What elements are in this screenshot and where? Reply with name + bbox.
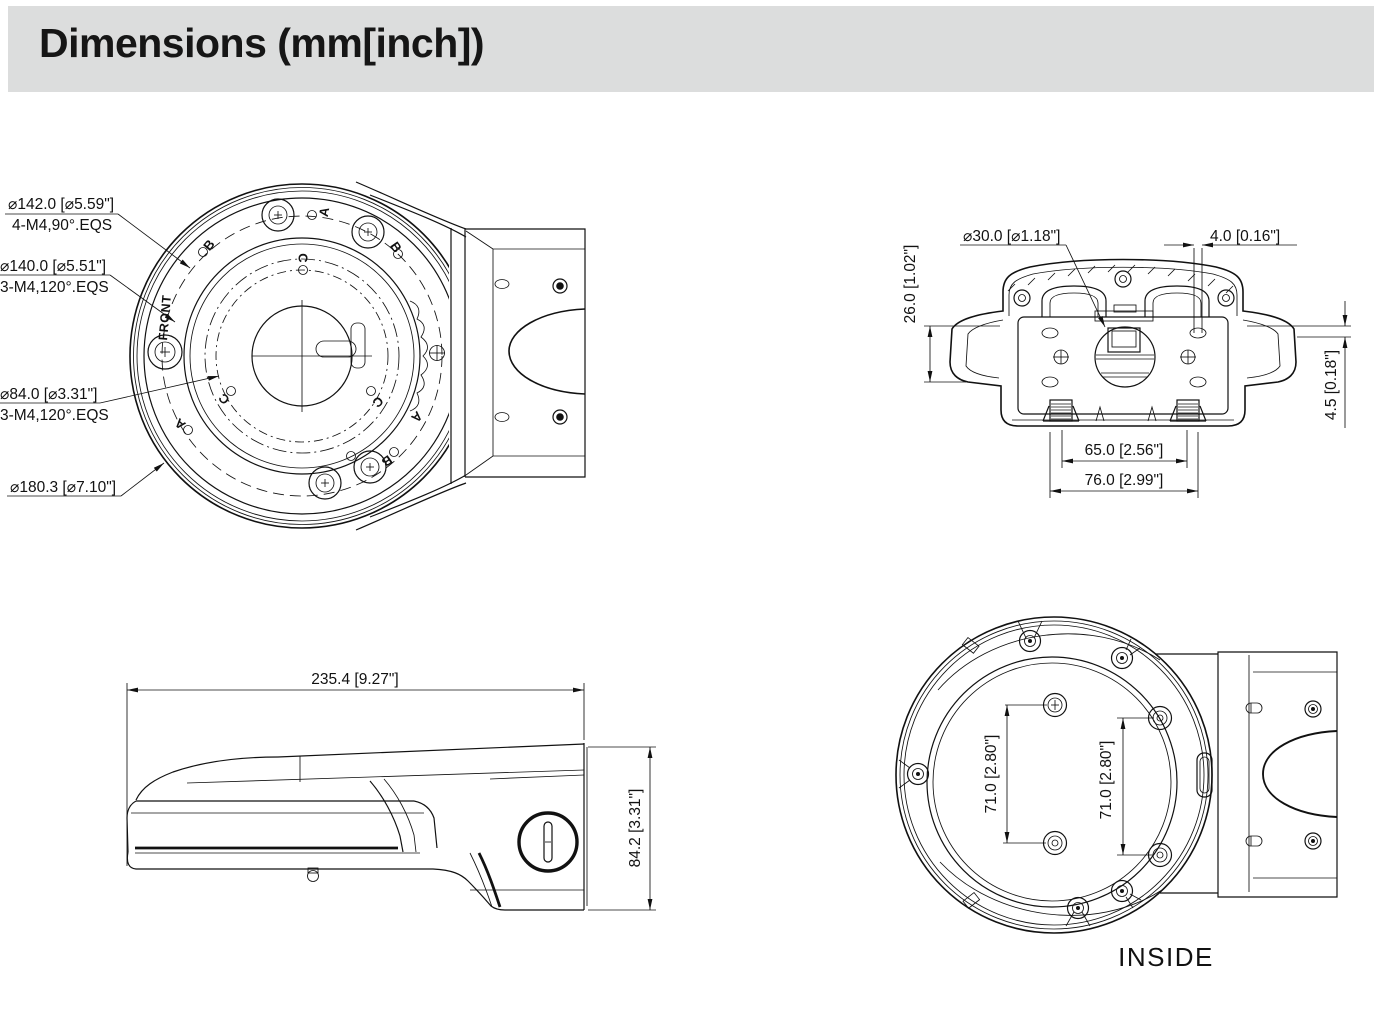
dim-dia140-note: 3-M4,120°.EQS	[0, 279, 109, 296]
wall-plate-and-arm	[355, 181, 586, 531]
dim-26mm-label: 26.0 [1.02"]	[902, 245, 919, 324]
handle-slots	[1041, 285, 1210, 317]
bottom-view-screws	[1013, 270, 1235, 388]
front-direction-label: FRONT	[156, 294, 174, 341]
inside-edge-screws	[898, 620, 1142, 927]
bottom-view-dimensions: ⌀30.0 [⌀1.18"] 4.0 [0.16"] 26.0 [1.02"] …	[902, 228, 1351, 498]
side-view-drawing: 235.4 [9.27"] 84.2 [3.31"]	[126, 671, 656, 911]
pilot-holes	[183, 210, 445, 461]
hole-letter: C	[296, 253, 311, 263]
bottom-view-drawing: ⌀30.0 [⌀1.18"] 4.0 [0.16"] 26.0 [1.02"] …	[902, 228, 1351, 498]
dim-dia84-label: ⌀84.0 [⌀3.31"]	[0, 386, 97, 403]
inside-view-rings	[895, 616, 1213, 934]
page-title: Dimensions (mm[inch])	[39, 20, 485, 66]
center-cable-clamp	[315, 322, 366, 369]
mount-plate-rings	[129, 183, 475, 529]
hole-letter: A	[171, 415, 188, 433]
bottom-view-body	[949, 258, 1297, 427]
hole-letter: B	[379, 452, 395, 470]
side-view-dimensions: 235.4 [9.27"] 84.2 [3.31"]	[126, 671, 656, 911]
inside-caption: INSIDE	[1118, 942, 1214, 972]
dim-84mm-label: 84.2 [3.31"]	[627, 789, 644, 868]
dim-4mm-label: 4.0 [0.16"]	[1210, 228, 1280, 245]
dim-dia30-label: ⌀30.0 [⌀1.18"]	[963, 228, 1060, 245]
arm-neck-mask	[449, 224, 591, 486]
inside-view-dimensions: 71.0 [2.80"] 71.0 [2.80"]	[983, 704, 1154, 856]
section-header: Dimensions (mm[inch])	[8, 6, 1374, 92]
hole-letter: A	[316, 205, 333, 217]
dim-71mm-right-label: 71.0 [2.80"]	[1098, 741, 1115, 820]
front-view-drawing: A B B C C C A A B FRONT ⌀142.0 [⌀5.59"] …	[0, 181, 591, 531]
inside-wall-plate	[1155, 651, 1338, 898]
hole-letter: B	[200, 237, 218, 254]
cable-entry-hole	[1094, 326, 1156, 388]
dim-dia142-label: ⌀142.0 [⌀5.59"]	[8, 196, 114, 213]
hole-letter: C	[215, 390, 233, 408]
dim-235mm-label: 235.4 [9.27"]	[311, 671, 398, 688]
dim-4p5mm-label: 4.5 [0.18"]	[1323, 350, 1340, 420]
dim-dia140-label: ⌀140.0 [⌀5.51"]	[0, 258, 106, 275]
threaded-studs	[1042, 399, 1207, 422]
mount-screws	[147, 198, 387, 500]
dim-71mm-left-label: 71.0 [2.80"]	[983, 735, 1000, 814]
dim-dia142-note: 4-M4,90°.EQS	[12, 217, 112, 234]
dim-dia180-label: ⌀180.3 [⌀7.10"]	[10, 479, 116, 496]
dim-76mm-label: 76.0 [2.99"]	[1085, 472, 1164, 489]
front-view-dimensions: ⌀142.0 [⌀5.59"] 4-M4,90°.EQS ⌀140.0 [⌀5.…	[0, 196, 220, 497]
dim-dia84-note: 3-M4,120°.EQS	[0, 407, 109, 424]
side-view-body	[126, 743, 588, 911]
dim-65mm-label: 65.0 [2.56"]	[1085, 442, 1164, 459]
inside-view-drawing: 71.0 [2.80"] 71.0 [2.80"] INSIDE	[895, 616, 1338, 972]
